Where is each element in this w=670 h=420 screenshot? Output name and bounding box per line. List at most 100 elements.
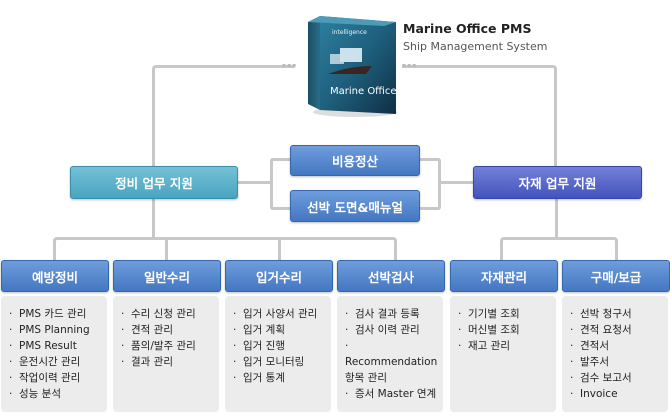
- group-material-label: 자재 업무 지원: [518, 176, 597, 191]
- category-preventive: 예방정비: [1, 260, 109, 292]
- bullet-icon: ·: [233, 356, 237, 368]
- list-item: · PMS 카드 관리: [9, 306, 107, 322]
- bullet-icon: ·: [345, 340, 349, 352]
- list-item-text: 검사 이력 관리: [355, 324, 420, 336]
- bullet-icon: ·: [121, 340, 125, 352]
- group-material: 자재 업무 지원: [473, 166, 642, 199]
- list-item: ·Recommendation 항목 관리: [345, 338, 437, 386]
- list-item-text: 성능 분석: [19, 388, 61, 400]
- list-item: · Invoice: [570, 386, 668, 402]
- list-item: ·입거 사양서 관리: [233, 306, 331, 322]
- list-item: ·PMS Result: [9, 338, 107, 354]
- bullet-icon: ·: [9, 388, 13, 400]
- connector-left-to-center: [236, 181, 272, 184]
- list-item-text: 품의/발주 관리: [131, 340, 196, 352]
- bullet-icon: ·: [345, 388, 349, 400]
- category-material-mgmt: 자재관리: [450, 260, 558, 292]
- list-item: ·작업이력 관리: [9, 370, 107, 386]
- center-drawing: 선박 도면&매뉴얼: [290, 190, 420, 222]
- list-item-text: 결과 관리: [131, 356, 173, 368]
- connector-dots-right: ▪▪▪: [402, 62, 418, 69]
- bullet-icon: ·: [570, 308, 574, 320]
- list-item: ·견적 요청서: [570, 322, 668, 338]
- bullet-icon: ·: [570, 356, 574, 368]
- list-item-text: 입거 계획: [243, 324, 285, 336]
- connector-left-bottom: [53, 237, 397, 263]
- list-item: ·운전시간 관리: [9, 354, 107, 370]
- bullet-icon: ·: [233, 372, 237, 384]
- bullet-icon: ·: [121, 308, 125, 320]
- list-item-text: 입거 사양서 관리: [243, 308, 318, 320]
- list-item-text: 머신별 조회: [468, 324, 520, 336]
- center-cost-label: 비용정산: [331, 154, 378, 169]
- bullet-icon: ·: [9, 308, 13, 320]
- list-item-text: Invoice: [580, 388, 618, 400]
- list-item-text: 견적서: [580, 340, 609, 352]
- list-item: · 성능 분석: [9, 386, 107, 402]
- list-item: ·견적 관리: [121, 322, 219, 338]
- category-purchase: 구매/보급: [562, 260, 670, 292]
- list-item-text: 수리 신청 관리: [131, 308, 196, 320]
- list-item: · 머신별 조회: [458, 322, 556, 338]
- category-label: 입거수리: [255, 269, 302, 285]
- category-dock-repair: 입거수리: [225, 260, 333, 292]
- list-item-text: PMS 카드 관리: [19, 308, 87, 320]
- connector-mid-drop-2: [278, 240, 281, 260]
- list-item: ·기기별 조회: [458, 306, 556, 322]
- category-label: 일반수리: [143, 269, 190, 285]
- bullet-icon: ·: [9, 324, 13, 336]
- panel-general-repair: · 수리 신청 관리 ·견적 관리 · 품의/발주 관리 · 결과 관리: [113, 296, 219, 412]
- list-item: ·검수 보고서: [570, 370, 668, 386]
- list-item: · 검사 결과 등록: [345, 306, 443, 322]
- list-item-text: 선박 청구서: [580, 308, 632, 320]
- bullet-icon: ·: [570, 388, 574, 400]
- category-label: 자재관리: [480, 269, 527, 285]
- list-item-text: 입거 모니터링: [243, 356, 305, 368]
- group-maintenance-label: 정비 업무 지원: [115, 176, 193, 191]
- category-general-repair: 일반수리: [113, 260, 221, 292]
- bullet-icon: ·: [233, 340, 237, 352]
- connector-right-bottom: [500, 237, 618, 263]
- bullet-icon: ·: [570, 372, 574, 384]
- list-item: · 품의/발주 관리: [121, 338, 219, 354]
- list-item: ·입거 계획: [233, 322, 331, 338]
- category-label: 구매/보급: [590, 269, 642, 285]
- connector-mid-drop-1: [165, 240, 168, 260]
- list-item: ·재고 관리: [458, 338, 556, 354]
- connector-center-right-bracket: [418, 158, 441, 210]
- product-box-label: Marine Office: [330, 86, 397, 97]
- list-item: · 증서 Master 연계: [345, 386, 443, 402]
- bullet-icon: ·: [458, 324, 462, 336]
- bullet-icon: ·: [121, 356, 125, 368]
- list-item: · 견적서: [570, 338, 668, 354]
- product-title: Marine Office PMS: [403, 21, 532, 36]
- list-item-text: 증서 Master 연계: [355, 388, 437, 400]
- category-inspection: 선박검사: [337, 260, 445, 292]
- category-label: 예방정비: [31, 269, 78, 285]
- list-item-text: PMS Result: [19, 340, 77, 352]
- product-box-image: intelligence Marine Office: [300, 8, 400, 118]
- bullet-icon: ·: [345, 308, 349, 320]
- list-item-text: 검사 결과 등록: [355, 308, 420, 320]
- connector-center-left-bracket: [270, 158, 293, 210]
- center-drawing-label: 선박 도면&매뉴얼: [307, 199, 403, 215]
- bullet-icon: ·: [570, 340, 574, 352]
- category-label: 선박검사: [367, 269, 414, 285]
- panel-dock-repair: ·입거 사양서 관리 ·입거 계획 ·입거 진행 ·입거 모니터링 ·입거 통계: [225, 296, 331, 412]
- list-item: ·입거 진행: [233, 338, 331, 354]
- bullet-icon: ·: [458, 340, 462, 352]
- connector-dots-left: ▪▪▪: [282, 62, 298, 69]
- list-item-text: PMS Planning: [19, 324, 90, 336]
- panel-material-mgmt: ·기기별 조회 ·머신별 조회 ·재고 관리: [450, 296, 556, 412]
- bullet-icon: ·: [121, 324, 125, 336]
- connector-right-down: [555, 198, 558, 239]
- list-item-text: 기기별 조회: [468, 308, 520, 320]
- center-cost: 비용정산: [290, 145, 420, 176]
- list-item: · 입거 모니터링: [233, 354, 331, 370]
- product-subtitle: Ship Management System: [403, 40, 548, 53]
- list-item-text: 운전시간 관리: [19, 356, 81, 368]
- list-item: · 수리 신청 관리: [121, 306, 219, 322]
- list-item-text: 발주서: [580, 356, 609, 368]
- list-item-text: 작업이력 관리: [19, 372, 81, 384]
- panel-inspection: · 검사 결과 등록 · 검사 이력 관리 ·Recommendation 항목 관…: [337, 296, 443, 412]
